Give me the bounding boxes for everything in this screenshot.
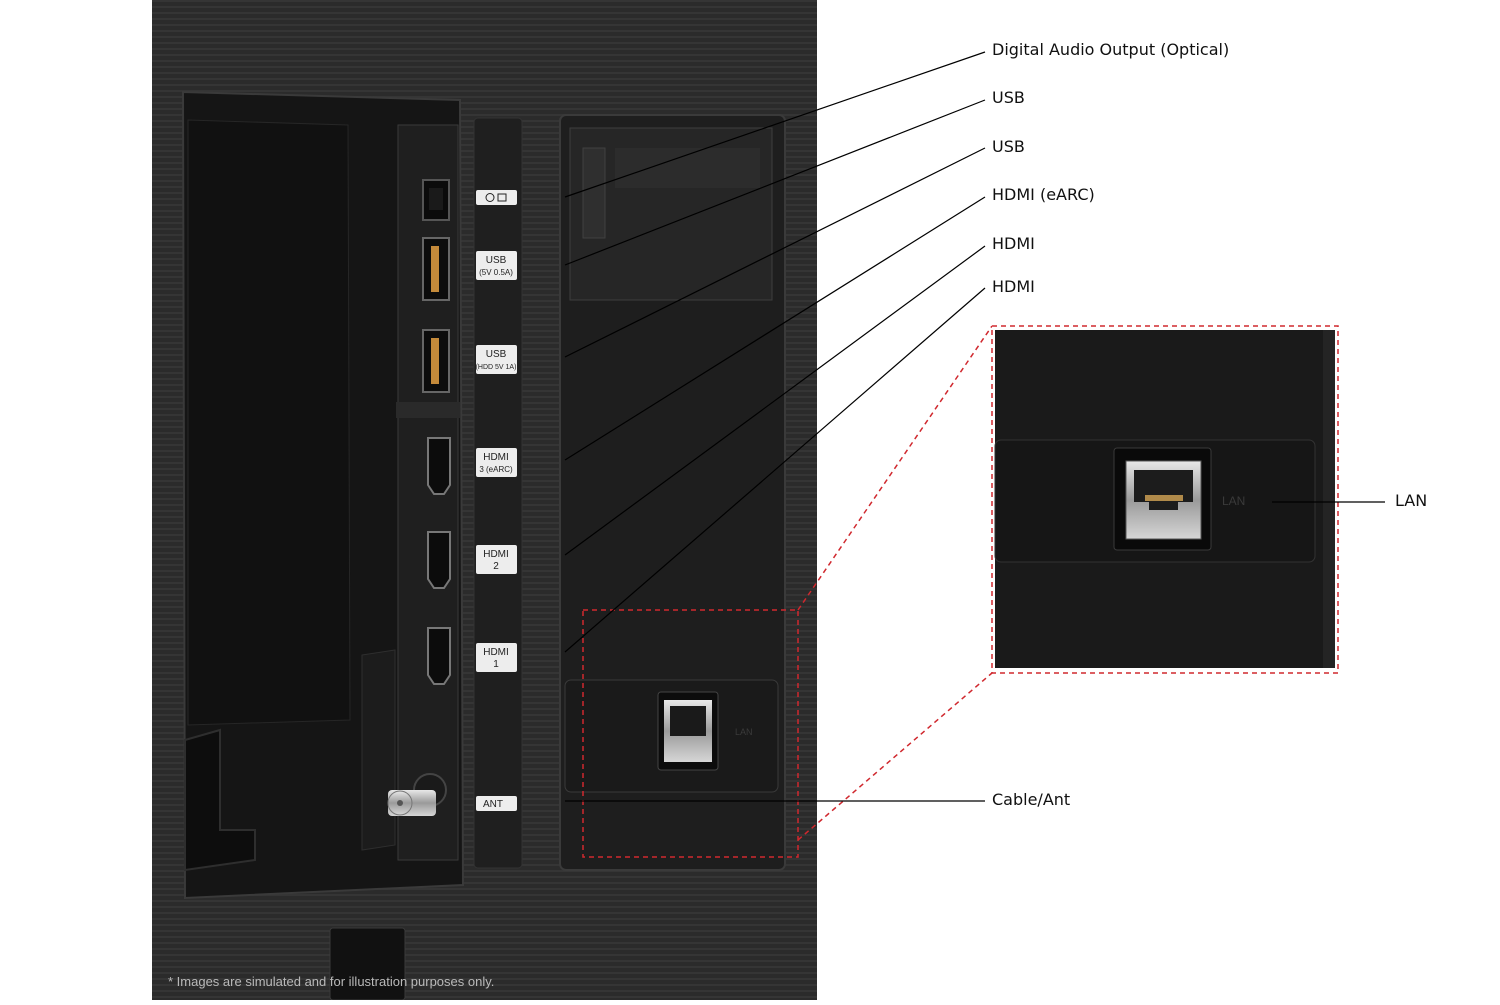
port-label-hdmi-3-line1: HDMI (483, 452, 509, 463)
coax-pin (397, 800, 403, 806)
callout-cable: Cable/Ant (992, 790, 1071, 809)
cable-clip-outline (187, 119, 351, 726)
leader-hdmi-2 (564, 245, 986, 556)
lan-highlight-box (582, 609, 799, 858)
tv-foot (329, 927, 406, 1001)
leader-hdmi-1 (564, 287, 986, 653)
lan-module-label: LAN (735, 727, 753, 737)
port-label-usb-1: USB (5V 0.5A) (476, 251, 517, 280)
leader-lines (564, 51, 1385, 802)
callout-usb-1: USB (992, 88, 1025, 107)
hdmi-port-2 (427, 531, 451, 589)
port-label-hdmi-2-line1: HDMI (483, 549, 509, 560)
disclaimer-text: * Images are simulated and for illustrat… (168, 974, 495, 989)
port-label-usb-1-line2: (5V 0.5A) (479, 268, 513, 277)
callout-optical: Digital Audio Output (Optical) (992, 40, 1230, 59)
port-label-hdmi-1: HDMI 1 (476, 643, 517, 672)
port-label-optical (476, 190, 517, 205)
recess-step (361, 649, 396, 851)
callout-usb-2: USB (992, 137, 1025, 156)
port-label-hdmi-1-line1: HDMI (483, 647, 509, 658)
hdmi-port-3 (427, 437, 451, 495)
callout-hdmi-1: HDMI (992, 277, 1035, 296)
lan-zoom-socket-pins (1145, 495, 1183, 501)
port-label-hdmi-3-line2: 3 (eARC) (479, 465, 513, 474)
callout-hdmi-2: HDMI (992, 234, 1035, 253)
callout-hdmi-3: HDMI (eARC) (992, 185, 1095, 204)
port-label-ant-line1: ANT (483, 799, 503, 810)
port-label-usb-2-line2: (HDD 5V 1A) (476, 364, 517, 371)
optical-port-inner (429, 188, 443, 210)
usb-port-2-tongue (431, 338, 439, 384)
leader-usb-2 (564, 147, 986, 358)
port-label-usb-2-line1: USB (486, 349, 507, 360)
leader-optical (564, 51, 986, 198)
cable-hook (184, 728, 256, 872)
port-label-usb-1-line1: USB (486, 255, 507, 266)
port-label-usb-2: USB (HDD 5V 1A) (476, 345, 517, 374)
zoom-connector-bottom (797, 672, 993, 841)
port-label-hdmi-2-line2: 2 (493, 561, 499, 572)
spec-sticker-text-area (615, 148, 760, 188)
port-label-ant: ANT (476, 796, 517, 811)
lan-zoom-module-label: LAN (1222, 494, 1245, 508)
lan-socket-hole (670, 706, 706, 736)
port-strip (397, 124, 459, 861)
zoom-connector-top (797, 325, 993, 611)
port-label-hdmi-1-line2: 1 (493, 659, 499, 670)
port-strip-divider (396, 402, 460, 418)
callout-lan: LAN (1395, 491, 1428, 510)
leader-hdmi-3 (564, 196, 986, 461)
leader-usb-1 (564, 99, 986, 266)
spec-sticker-block (582, 147, 606, 239)
usb-port-1-tongue (431, 246, 439, 292)
label-column (473, 117, 523, 869)
port-label-hdmi-2: HDMI 2 (476, 545, 517, 574)
hdmi-port-1 (427, 627, 451, 685)
lan-zoom-edge (1323, 330, 1335, 668)
port-label-hdmi-3: HDMI 3 (eARC) (476, 448, 517, 477)
